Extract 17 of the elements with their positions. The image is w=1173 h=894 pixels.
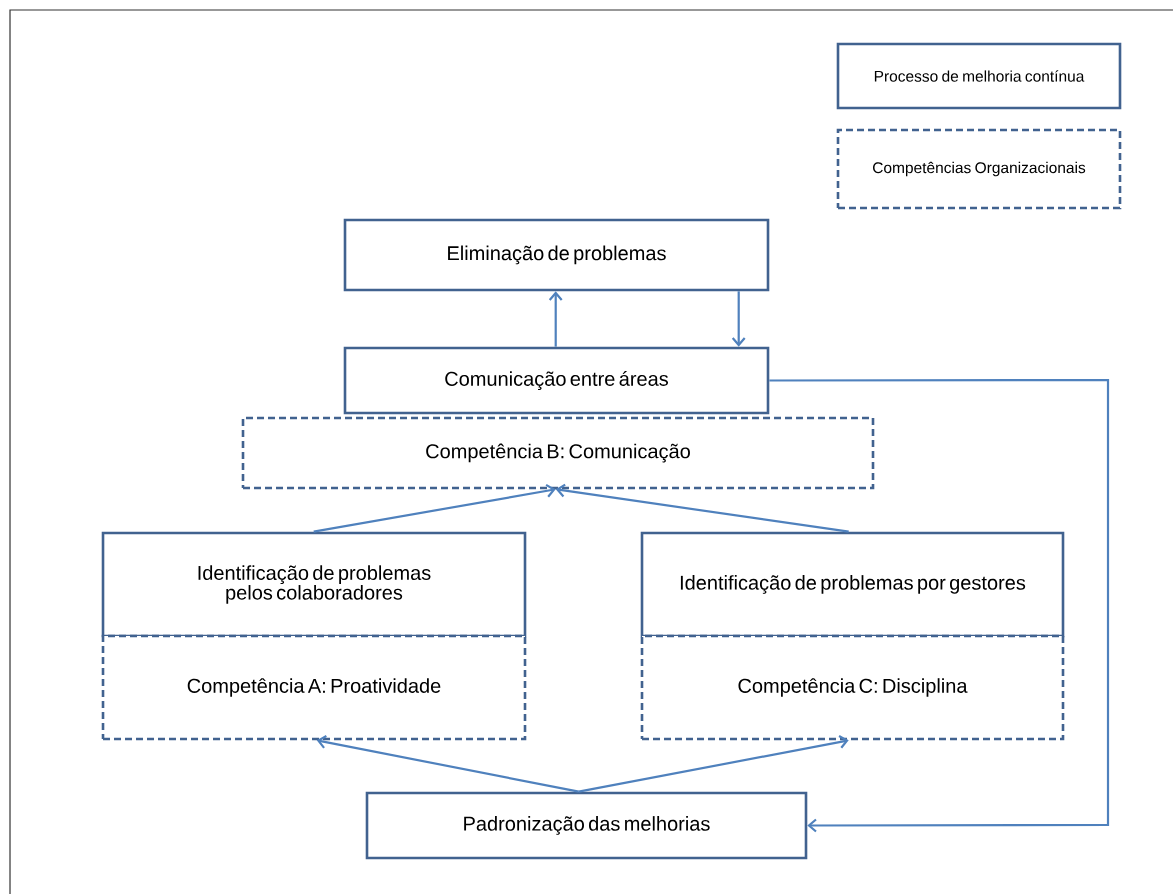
arrow [316,735,579,793]
arrow [555,483,849,533]
arrow [769,378,1110,833]
process-box: Identificação de problemas pelos colaboradores [101,531,527,638]
arrow [731,291,746,347]
arrow [578,735,849,793]
competence-box: Competência A: Proatividade [101,634,527,741]
process-box: Padronização das melhorias [365,791,808,860]
competence-box: Competência C: Disciplina [640,634,1065,741]
legend-box: Competências Organizacionais [836,128,1122,210]
arrow [548,291,563,347]
process-box: Identificação de problemas por gestores [640,531,1065,638]
process-box: Eliminação de problemas [343,218,770,292]
legend-box: Processo de melhoria contínua [836,42,1122,110]
process-box: Comunicação entre áreas [343,346,770,415]
competence-box: Competência B: Comunicação [241,416,875,490]
arrow [313,483,556,533]
